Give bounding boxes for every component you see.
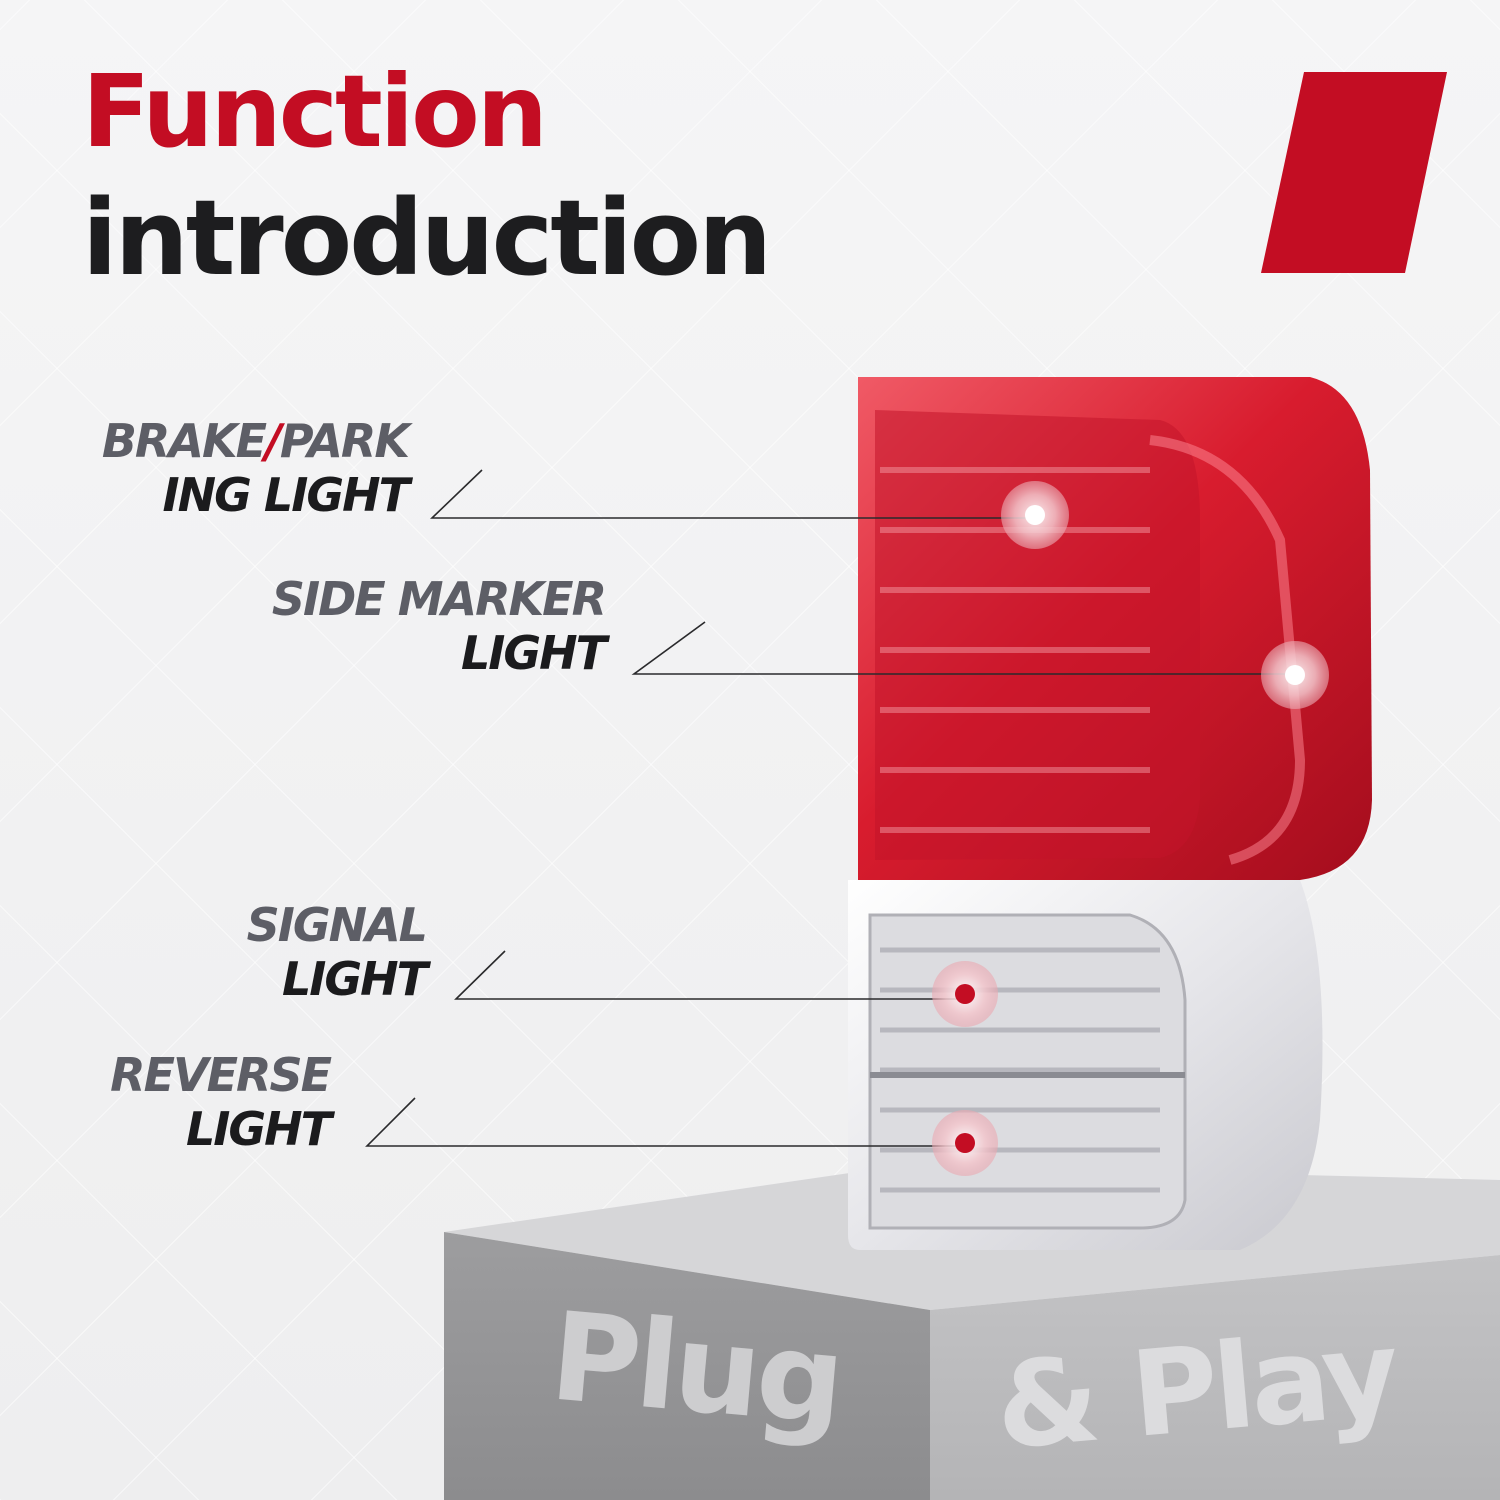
- title-line-2: introduction: [82, 177, 772, 299]
- hotspot-brake: [1001, 481, 1069, 549]
- tail-light: [848, 377, 1372, 1250]
- hotspot-reverse: [932, 1110, 998, 1176]
- label-side-marker: SIDE MARKER LIGHT: [271, 572, 607, 680]
- brake-line-2: ING LIGHT: [162, 468, 410, 522]
- podium-side: [930, 1255, 1500, 1500]
- title-line-1: Function: [82, 53, 548, 170]
- signal-line-2: LIGHT: [281, 952, 428, 1006]
- podium-front-text: Plug: [545, 1285, 846, 1452]
- brake-slash: /: [265, 414, 282, 468]
- side-marker-line-2: LIGHT: [460, 626, 607, 680]
- leader-line-brake: [430, 469, 1035, 519]
- label-reverse: REVERSE LIGHT: [110, 1048, 332, 1156]
- podium-front: [444, 1232, 930, 1500]
- side-marker-line-1: SIDE MARKER: [271, 572, 607, 626]
- park-text: PARK: [279, 414, 410, 468]
- leader-line-signal: [454, 950, 965, 1000]
- reverse-line-1: REVERSE: [110, 1048, 332, 1102]
- signal-line-1: SIGNAL: [246, 898, 428, 952]
- hotspot-signal: [932, 961, 998, 1027]
- label-brake-parking: BRAKE/PARK ING LIGHT: [101, 414, 410, 522]
- leader-line-reverse: [365, 1097, 965, 1147]
- label-signal: SIGNAL LIGHT: [246, 898, 428, 1006]
- brake-text: BRAKE: [101, 414, 267, 468]
- leader-line-side-marker: [631, 621, 1295, 675]
- reverse-line-2: LIGHT: [185, 1102, 332, 1156]
- hotspot-side-marker: [1261, 641, 1329, 709]
